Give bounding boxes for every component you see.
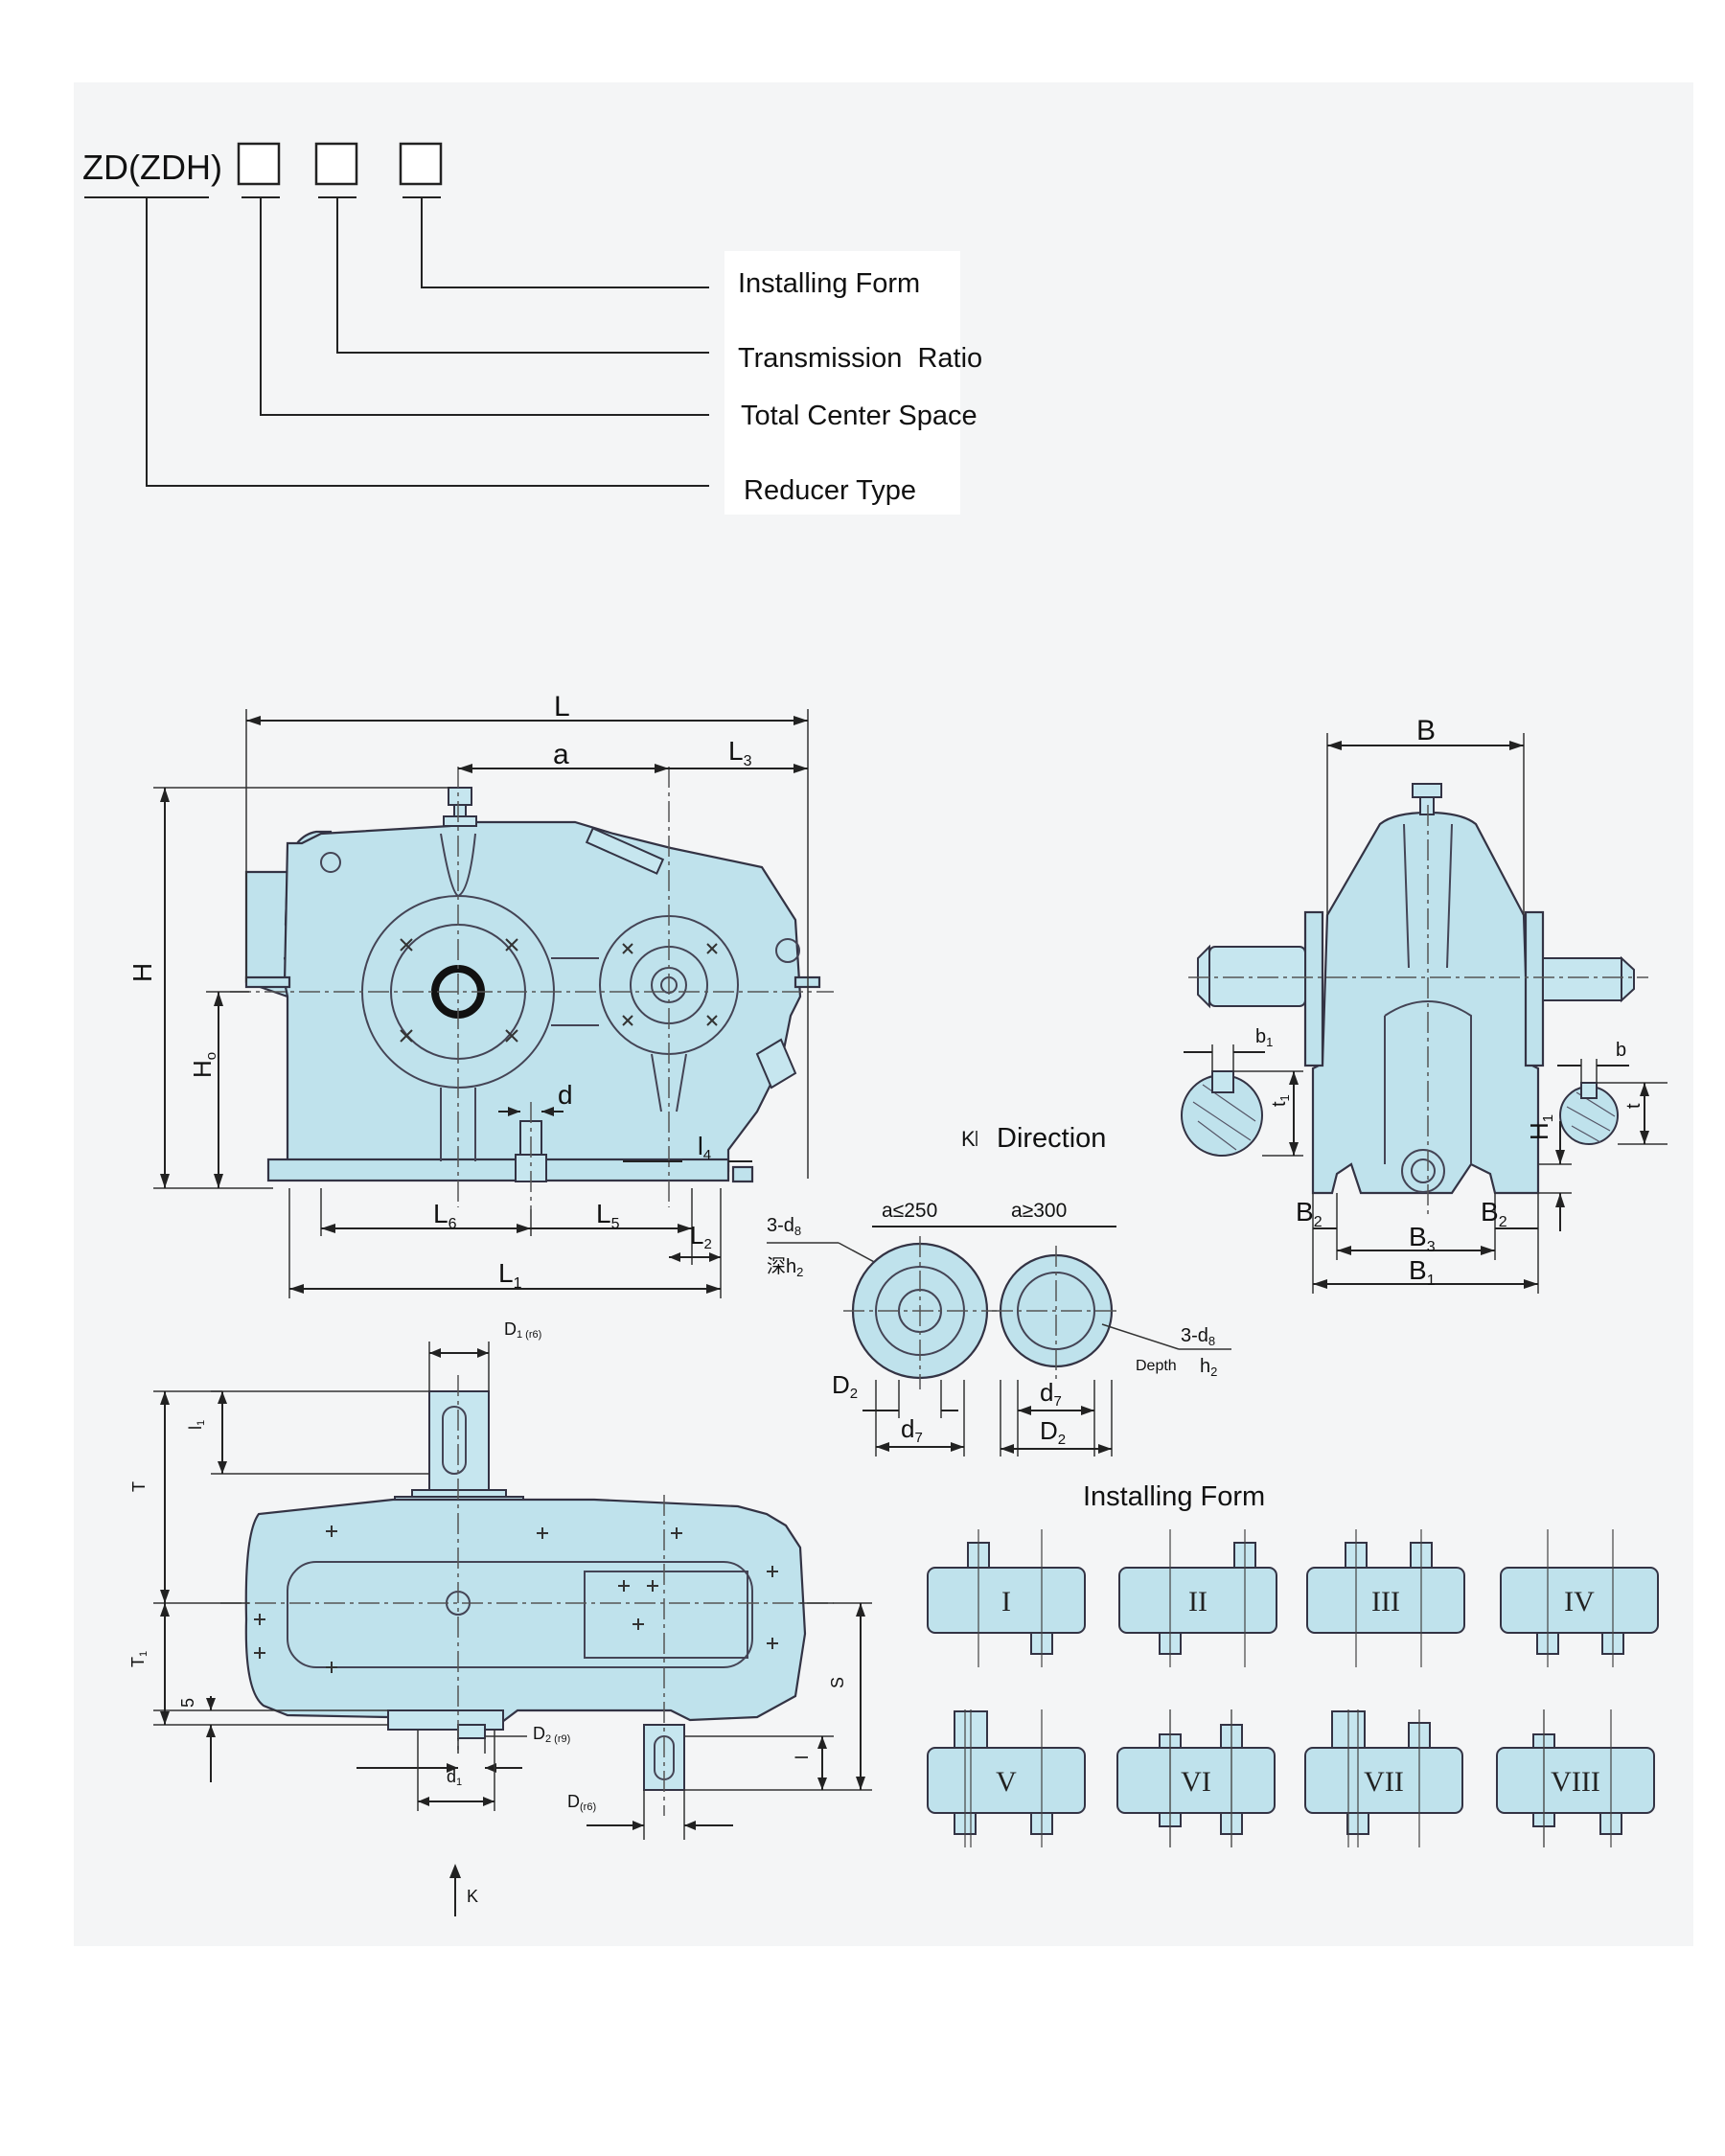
dim-T: T [129, 1481, 149, 1492]
dim-L1: L1 [498, 1258, 522, 1292]
installing-form-numeral: VIII [1551, 1766, 1600, 1798]
installing-form-1: I [927, 1529, 1086, 1667]
side-view: B b1 t1 b t H1 [1181, 715, 1668, 1294]
k-right-note-h: h2 [1200, 1356, 1217, 1379]
installing-form-numeral: VII [1364, 1766, 1404, 1798]
installing-form-numeral: II [1188, 1586, 1208, 1617]
installing-form-body [1306, 1567, 1465, 1634]
k-d7-left: d7 [901, 1414, 923, 1446]
dim-L6: L6 [433, 1199, 457, 1232]
dim-l4: l4 [698, 1132, 711, 1163]
installing-form-title: Installing Form [1083, 1481, 1265, 1512]
k-direction-view: K Direction a≤250 a≥300 3-d8 深h2 3-d8 De… [767, 1123, 1231, 1456]
code-box-3 [399, 142, 443, 186]
k-right-note-depth: Depth [1136, 1358, 1177, 1374]
dim-t1: t1 [1269, 1094, 1292, 1107]
installing-form-8: VIII [1496, 1709, 1655, 1847]
dim-b1: b1 [1255, 1026, 1273, 1049]
legend-installing-form: Installing Form [738, 268, 920, 299]
dim-B3: B3 [1409, 1222, 1436, 1255]
k-a-large: a≥300 [1011, 1200, 1067, 1222]
dim-b: b [1616, 1040, 1626, 1061]
dim-T1: T1 [128, 1651, 150, 1667]
legend-label-box [724, 251, 960, 515]
installing-form-body [1116, 1747, 1276, 1814]
installing-form-6: VI [1116, 1709, 1276, 1847]
dim-B1: B1 [1409, 1255, 1436, 1289]
model-code-legend: ZD(ZDH) Installing Form Transmission Rat… [82, 142, 982, 515]
code-box-2 [314, 142, 358, 186]
front-view: L a L3 H Ho d l4 L6 [127, 691, 834, 1298]
k-right-note-1: 3-d8 [1181, 1325, 1215, 1348]
dim-D2: D2 (r9) [533, 1724, 570, 1745]
dim-l: l [793, 1755, 812, 1759]
installing-form-2: II [1118, 1529, 1277, 1667]
installing-form-5: V [927, 1709, 1086, 1847]
k-D2-left: D2 [832, 1370, 858, 1402]
installing-form-body [1496, 1747, 1655, 1814]
installing-form-4: IV [1500, 1529, 1659, 1667]
k-direction-label: Direction [997, 1123, 1106, 1154]
dim-d1: d1 [447, 1767, 462, 1788]
top-view: D1 (r6) l1 T T1 5 S [128, 1319, 872, 1916]
installing-form-numeral: I [1001, 1586, 1011, 1617]
k-a-small: a≤250 [882, 1200, 937, 1222]
dim-K: K [467, 1887, 478, 1906]
installing-form-3: III [1306, 1529, 1465, 1667]
dim-L: L [554, 691, 570, 722]
dim-L2: L2 [690, 1221, 712, 1252]
dim-H0: Ho [188, 1052, 219, 1078]
dim-a: a [553, 739, 569, 770]
legend-transmission-ratio: Transmission Ratio [738, 343, 982, 374]
legend-total-center-space: Total Center Space [741, 401, 978, 431]
dim-l1: l1 [186, 1420, 207, 1430]
dim-H1: H1 [1525, 1114, 1556, 1140]
dim-D1: D1 (r6) [504, 1319, 541, 1341]
installing-form-7: VII [1304, 1709, 1463, 1847]
k-left-note-2: 深h2 [767, 1255, 803, 1279]
dim-H: H [127, 963, 157, 982]
dim-B: B [1416, 715, 1436, 746]
dim-L3: L3 [728, 736, 752, 769]
legend-reducer-type: Reducer Type [744, 475, 916, 506]
dim-D: D(r6) [567, 1792, 596, 1813]
installing-form-body [1500, 1567, 1659, 1634]
dim-S: S [828, 1677, 847, 1688]
installing-form-numeral: V [996, 1766, 1017, 1798]
dim-B2-left: B2 [1296, 1197, 1322, 1230]
model-code-title: ZD(ZDH) [82, 148, 222, 187]
installing-form-numeral: III [1371, 1586, 1400, 1617]
installing-form-body [927, 1567, 1086, 1634]
dim-d: d [558, 1080, 573, 1110]
k-letter: K [961, 1127, 976, 1151]
installing-form-numeral: VI [1181, 1766, 1211, 1798]
dim-B2-right: B2 [1481, 1197, 1507, 1230]
installing-form-body [1118, 1567, 1277, 1634]
dim-L5: L5 [596, 1199, 620, 1232]
dim-5: 5 [178, 1698, 197, 1708]
k-d7-right: d7 [1040, 1378, 1062, 1410]
code-box-1 [237, 142, 281, 186]
installing-form-body [1304, 1747, 1463, 1814]
installing-form-numeral: IV [1564, 1586, 1595, 1617]
dim-t: t [1623, 1103, 1644, 1109]
k-left-note-1: 3-d8 [767, 1215, 801, 1238]
k-D2-right: D2 [1040, 1416, 1066, 1448]
installing-form-body [927, 1747, 1086, 1814]
